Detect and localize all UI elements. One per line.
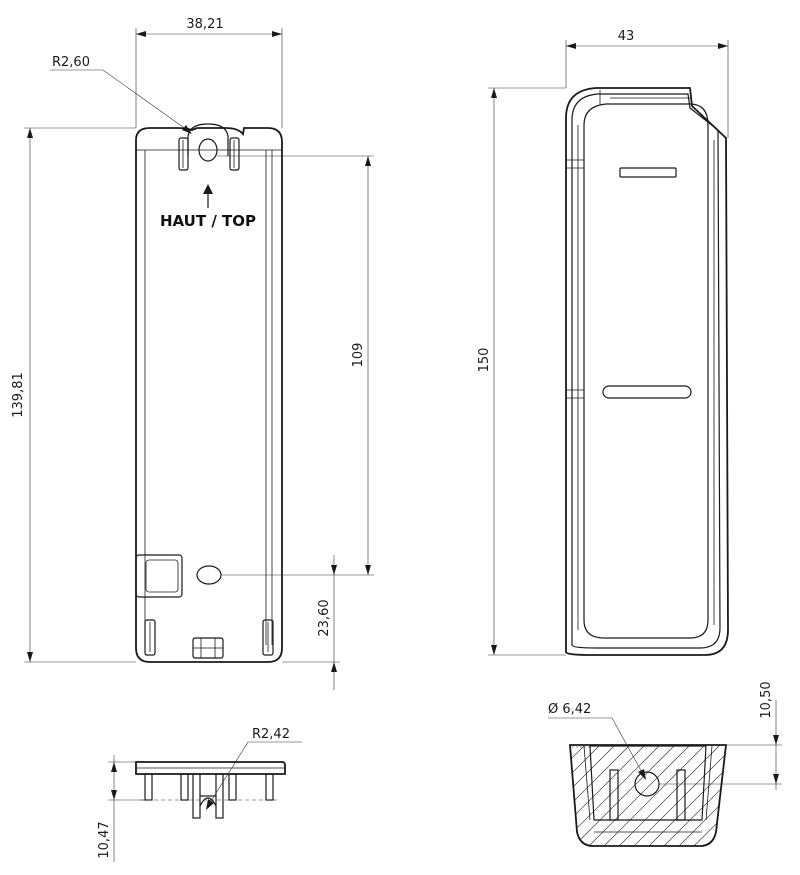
hole-spacing-dim: 109	[351, 343, 366, 368]
side-view	[565, 87, 729, 656]
bottom-pad-outer	[135, 554, 183, 598]
bottom-hole	[196, 565, 222, 585]
top-hole	[198, 138, 218, 162]
side-dimensions: 43 150	[477, 29, 729, 656]
section-height-dim: 10,50	[759, 681, 774, 718]
side-slot-top	[619, 167, 677, 178]
bottom-height-dim: 10,47	[97, 821, 112, 858]
bottom-pad-inner	[145, 559, 179, 593]
side-height-dim: 150	[477, 348, 492, 373]
section-hatch	[570, 745, 726, 846]
side-width-dim: 43	[618, 29, 635, 44]
bottom-post-left	[144, 619, 156, 656]
section-outer	[569, 744, 728, 847]
front-radius-dim: R2,60	[52, 55, 90, 70]
section-view	[569, 744, 728, 847]
top-post-right	[229, 137, 240, 171]
side-shell-line	[571, 93, 721, 649]
front-dimensions: 38,21 R2,60 139,81 109 23,60	[11, 17, 374, 690]
front-view: HAUT / TOP	[135, 123, 283, 663]
side-slot-middle	[602, 385, 692, 399]
top-label: HAUT / TOP	[160, 212, 256, 230]
bottom-post-right	[262, 619, 274, 656]
bottom-view-dimensions: R2,42 10,47	[97, 727, 302, 862]
hole-diameter-dim: Ø 6,42	[548, 702, 591, 717]
front-height-dim: 139,81	[11, 372, 26, 418]
side-outer-shell	[565, 87, 729, 656]
bottom-view	[135, 761, 286, 819]
hole-offset-dim: 23,60	[317, 599, 332, 636]
bottom-view-plate	[135, 761, 286, 775]
front-width-dim: 38,21	[186, 17, 223, 32]
front-outline	[135, 127, 283, 663]
section-dimensions: Ø 6,42 10,50	[548, 681, 782, 790]
section-hole	[634, 771, 660, 797]
side-inner-cavity	[583, 103, 709, 639]
bottom-radius-dim: R2,42	[252, 727, 290, 742]
top-post-left	[178, 137, 189, 171]
